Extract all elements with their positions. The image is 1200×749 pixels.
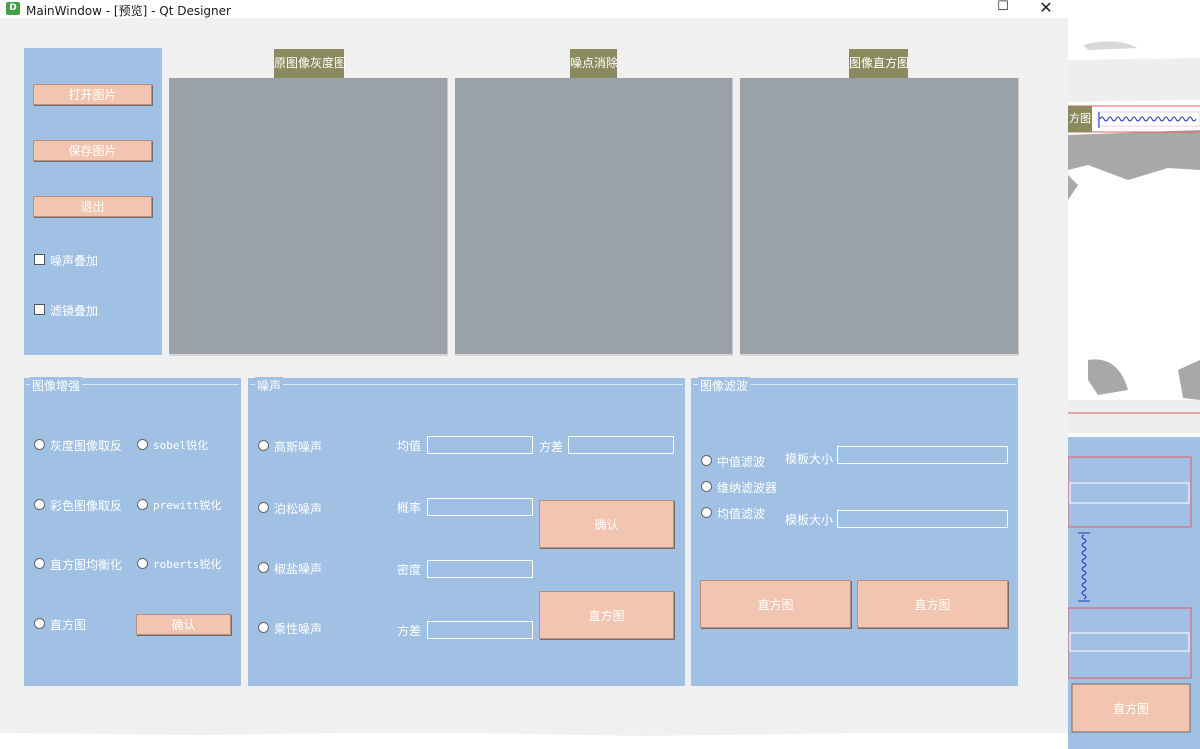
window-title: MainWindow - [预览] - Qt Designer xyxy=(26,4,231,18)
noise-overlay-label: 噪声叠加 xyxy=(50,254,99,268)
denoise-image-view xyxy=(455,78,733,356)
density-label: 密度 xyxy=(397,563,422,577)
median-filter-label: 中值滤波 xyxy=(717,455,766,469)
roberts-radio[interactable] xyxy=(137,558,148,569)
gaussian-noise-label: 高斯噪声 xyxy=(274,440,323,454)
wiener-filter-label: 维纳滤波器 xyxy=(717,481,778,495)
multiplicative-noise-radio[interactable] xyxy=(258,622,269,633)
multiplicative-noise-label: 乘性噪声 xyxy=(274,622,323,636)
invert-color-radio[interactable] xyxy=(34,499,45,510)
histogram-view-caption: 图像直方图 xyxy=(849,49,909,78)
filter-overlay-checkbox[interactable] xyxy=(34,304,45,315)
variance2-label: 方差 xyxy=(397,624,422,638)
saltpepper-noise-radio[interactable] xyxy=(258,562,269,573)
median-filter-radio[interactable] xyxy=(701,455,712,466)
filter-group-title: 图像滤波 xyxy=(698,377,751,394)
kernel-size-label-1: 模板大小 xyxy=(785,452,834,466)
sobel-label: sobel锐化 xyxy=(153,439,209,452)
sobel-radio[interactable] xyxy=(137,439,148,450)
variance-label: 方差 xyxy=(539,440,564,454)
invert-gray-radio[interactable] xyxy=(34,439,45,450)
mean-input[interactable] xyxy=(427,436,533,454)
density-input[interactable] xyxy=(427,560,533,578)
invert-gray-label: 灰度图像取反 xyxy=(50,439,123,453)
histogram-image-view xyxy=(740,78,1019,356)
wiener-filter-radio[interactable] xyxy=(701,481,712,492)
kernel-size-input-2[interactable] xyxy=(837,510,1008,528)
noise-confirm-button[interactable]: 确认 xyxy=(539,500,674,548)
kernel-size-label-2: 模板大小 xyxy=(785,513,834,527)
mean-filter-label: 均值滤波 xyxy=(717,507,766,521)
filter-group-border xyxy=(693,384,1016,385)
noise-overlay-checkbox[interactable] xyxy=(34,254,45,265)
designer-canvas-graphic xyxy=(1068,41,1200,749)
noise-group-border xyxy=(250,384,683,385)
filter-histogram-button-2[interactable]: 直方图 xyxy=(857,580,1008,628)
qt-designer-app-icon: D xyxy=(6,2,20,15)
gaussian-noise-radio[interactable] xyxy=(258,440,269,451)
roberts-label: roberts锐化 xyxy=(153,558,222,571)
histogram-label: 直方图 xyxy=(50,618,87,632)
filter-groupbox: 图像滤波 中值滤波 模板大小 维纳滤波器 均值滤波 模板大小 直方图 直方图 xyxy=(691,377,1018,686)
enhance-confirm-button[interactable]: 确认 xyxy=(136,614,231,635)
close-button[interactable]: ✕ xyxy=(1039,0,1053,17)
grayscale-view-caption: 原图像灰度图 xyxy=(274,49,346,78)
enhance-groupbox: 图像增强 灰度图像取反 sobel锐化 彩色图像取反 prewitt锐化 直方图… xyxy=(24,377,241,686)
prewitt-label: prewitt锐化 xyxy=(153,499,222,512)
main-window-client: 打开图片 保存图片 退出 噪声叠加 滤镜叠加 原图像灰度图 噪点消除 图像直方图… xyxy=(0,18,1068,733)
poisson-noise-label: 泊松噪声 xyxy=(274,502,323,516)
probability-label: 概率 xyxy=(397,501,422,515)
mean-label: 均值 xyxy=(397,439,422,453)
kernel-size-input-1[interactable] xyxy=(837,446,1008,464)
prewitt-radio[interactable] xyxy=(137,499,148,510)
noise-histogram-button[interactable]: 直方图 xyxy=(539,591,674,639)
poisson-noise-radio[interactable] xyxy=(258,502,269,513)
mean-filter-radio[interactable] xyxy=(701,507,712,518)
designer-canvas-background: 方图 直方图 xyxy=(1068,0,1200,749)
bg-histogram-button: 直方图 xyxy=(1112,701,1149,716)
filter-histogram-button-1[interactable]: 直方图 xyxy=(700,580,851,628)
hist-equalize-radio[interactable] xyxy=(34,558,45,569)
sidebar-panel: 打开图片 保存图片 退出 噪声叠加 滤镜叠加 xyxy=(24,48,162,355)
enhance-group-border xyxy=(26,384,239,385)
variance2-input[interactable] xyxy=(427,621,533,639)
probability-input[interactable] xyxy=(427,498,533,516)
invert-color-label: 彩色图像取反 xyxy=(50,499,123,513)
bg-caption-fragment: 方图 xyxy=(1069,112,1091,125)
enhance-group-title: 图像增强 xyxy=(30,377,83,394)
title-bar: D MainWindow - [预览] - Qt Designer ☐ ✕ xyxy=(0,0,1068,18)
noise-groupbox: 噪声 高斯噪声 均值 方差 泊松噪声 概率 确认 椒盐噪声 密度 乘性噪声 方差… xyxy=(248,377,685,686)
save-image-button[interactable]: 保存图片 xyxy=(33,140,152,161)
denoise-view-caption: 噪点消除 xyxy=(570,49,618,78)
filter-overlay-label: 滤镜叠加 xyxy=(50,304,99,318)
window-bottom-edge xyxy=(0,728,1068,736)
noise-group-title: 噪声 xyxy=(255,377,284,394)
exit-button[interactable]: 退出 xyxy=(33,196,152,217)
histogram-radio[interactable] xyxy=(34,618,45,629)
open-image-button[interactable]: 打开图片 xyxy=(33,84,152,105)
grayscale-image-view xyxy=(169,78,448,356)
maximize-button[interactable]: ☐ xyxy=(997,0,1009,14)
variance-input[interactable] xyxy=(568,436,674,454)
hist-equalize-label: 直方图均衡化 xyxy=(50,558,123,572)
saltpepper-noise-label: 椒盐噪声 xyxy=(274,562,323,576)
